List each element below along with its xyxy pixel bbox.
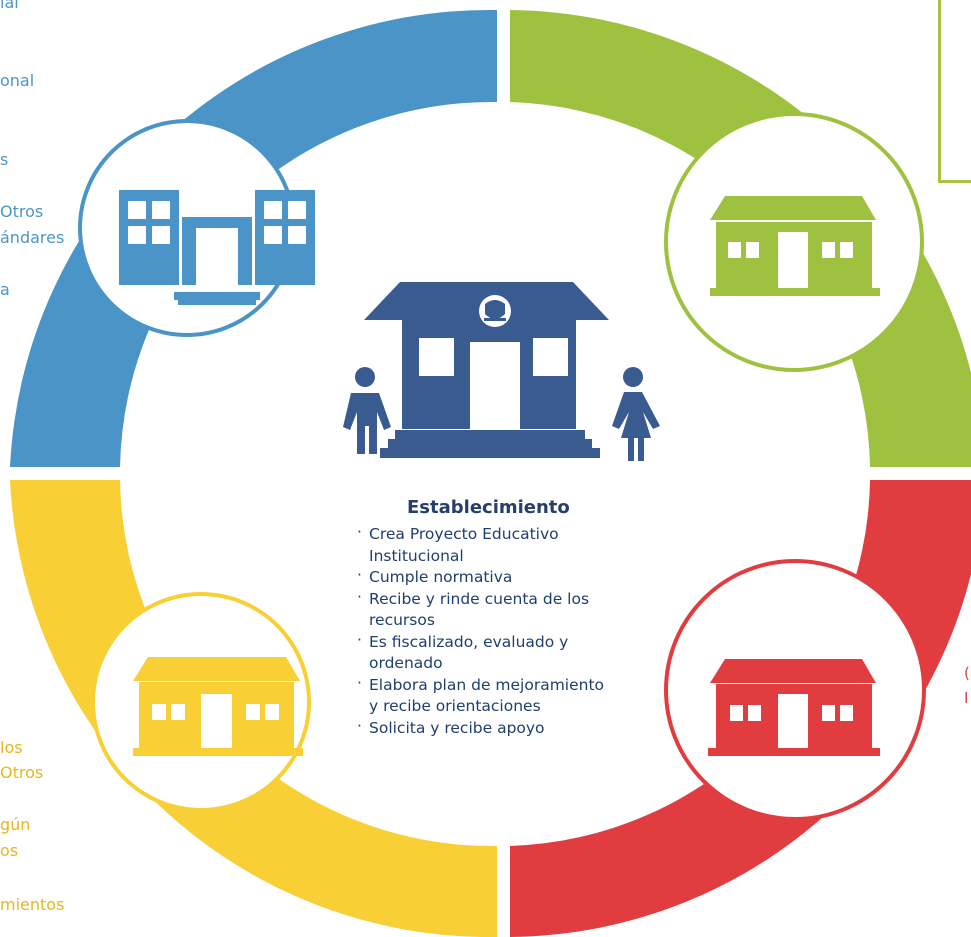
list-item: Institucional	[369, 546, 464, 565]
government-school-icon	[364, 282, 609, 458]
left-text-fragment: os	[0, 841, 19, 860]
school-building-icon	[119, 190, 315, 305]
red-house-node	[664, 559, 926, 821]
house-icon	[133, 657, 303, 756]
student-girl-icon	[612, 367, 660, 461]
center-title: Establecimiento	[407, 497, 570, 518]
list-item: y recibe orientaciones	[369, 697, 541, 715]
chile-emblem-icon	[479, 295, 511, 327]
ring-segment-yellow	[10, 480, 497, 937]
list-item: Solicita y recibe apoyo	[355, 716, 675, 740]
student-boy-icon	[343, 367, 391, 454]
ring-segment-blue	[10, 9, 497, 467]
left-text-fragment: s	[0, 150, 9, 169]
left-text-fragment: los	[0, 738, 23, 757]
green-note-box	[938, 0, 971, 183]
left-text-fragment: Otros	[0, 202, 44, 221]
yellow-house-node	[91, 592, 311, 812]
list-item: Cumple normativa	[355, 565, 675, 589]
right-text-fragment-mark: I	[964, 689, 969, 707]
left-text-fragment: mientos	[0, 895, 65, 914]
house-icon	[710, 196, 880, 296]
left-text-fragment: a	[0, 280, 10, 299]
list-item: ordenado	[369, 654, 443, 672]
left-text-fragment: ándares	[0, 228, 65, 247]
center-list: Crea Proyecto Educativo Institucional Cu…	[355, 522, 675, 740]
right-text-fragment-mark: (	[964, 664, 970, 682]
blue-school-node	[78, 119, 315, 337]
list-item: recursos	[369, 611, 435, 629]
list-item: Elabora plan de mejoramiento	[355, 673, 675, 697]
left-text-fragment: onal	[0, 71, 35, 90]
left-text-fragment: ial	[0, 0, 19, 12]
house-icon	[708, 659, 880, 756]
list-item: Crea Proyecto Educativo	[355, 522, 675, 546]
green-house-node	[664, 112, 924, 372]
left-text-fragment: gún	[0, 815, 31, 834]
list-item: Recibe y rinde cuenta de los	[355, 587, 675, 611]
list-item: Es fiscalizado, evaluado y	[355, 630, 675, 654]
establecimiento-block: Establecimiento Crea Proyecto Educativo …	[355, 497, 675, 739]
left-text-fragment: Otros	[0, 763, 44, 782]
